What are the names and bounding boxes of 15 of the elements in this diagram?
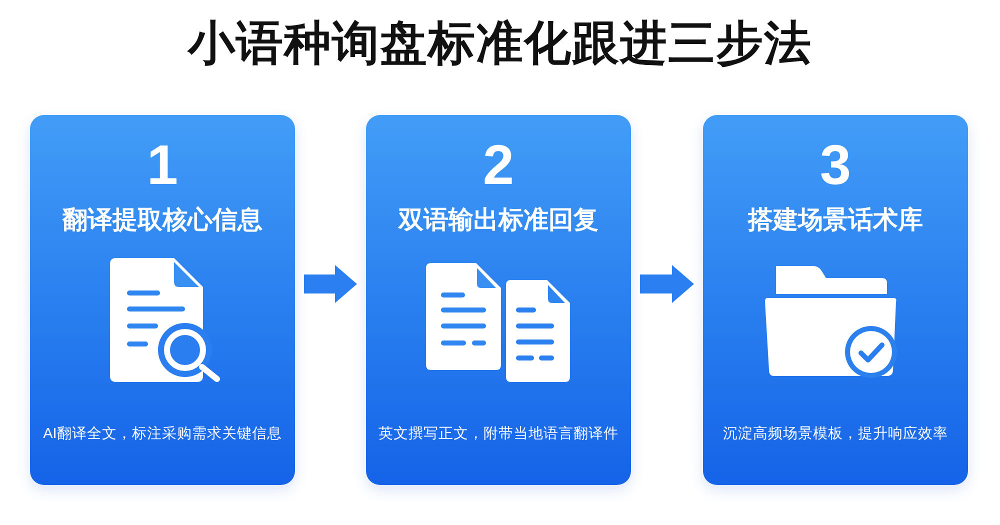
arrow — [640, 265, 694, 303]
step-description: AI翻译全文，标注采购需求关键信息 — [43, 425, 282, 444]
step-number: 2 — [482, 135, 514, 195]
step-description: 沉淀高频场景模板，提升响应效率 — [723, 424, 948, 444]
step-heading: 双语输出标准回复 — [398, 205, 598, 236]
title: 小语种询盘标准化跟进三步法 — [188, 15, 812, 71]
step-heading: 搭建场景话术库 — [748, 205, 923, 236]
step-number: 3 — [820, 135, 852, 195]
step-card — [703, 115, 968, 485]
step-card — [30, 115, 295, 485]
step-heading: 翻译提取核心信息 — [62, 205, 262, 236]
step-card — [366, 115, 631, 485]
step-description: 英文撰写正文，附带当地语言翻译件 — [378, 424, 618, 444]
step-number: 1 — [146, 135, 178, 195]
arrow — [304, 265, 357, 303]
